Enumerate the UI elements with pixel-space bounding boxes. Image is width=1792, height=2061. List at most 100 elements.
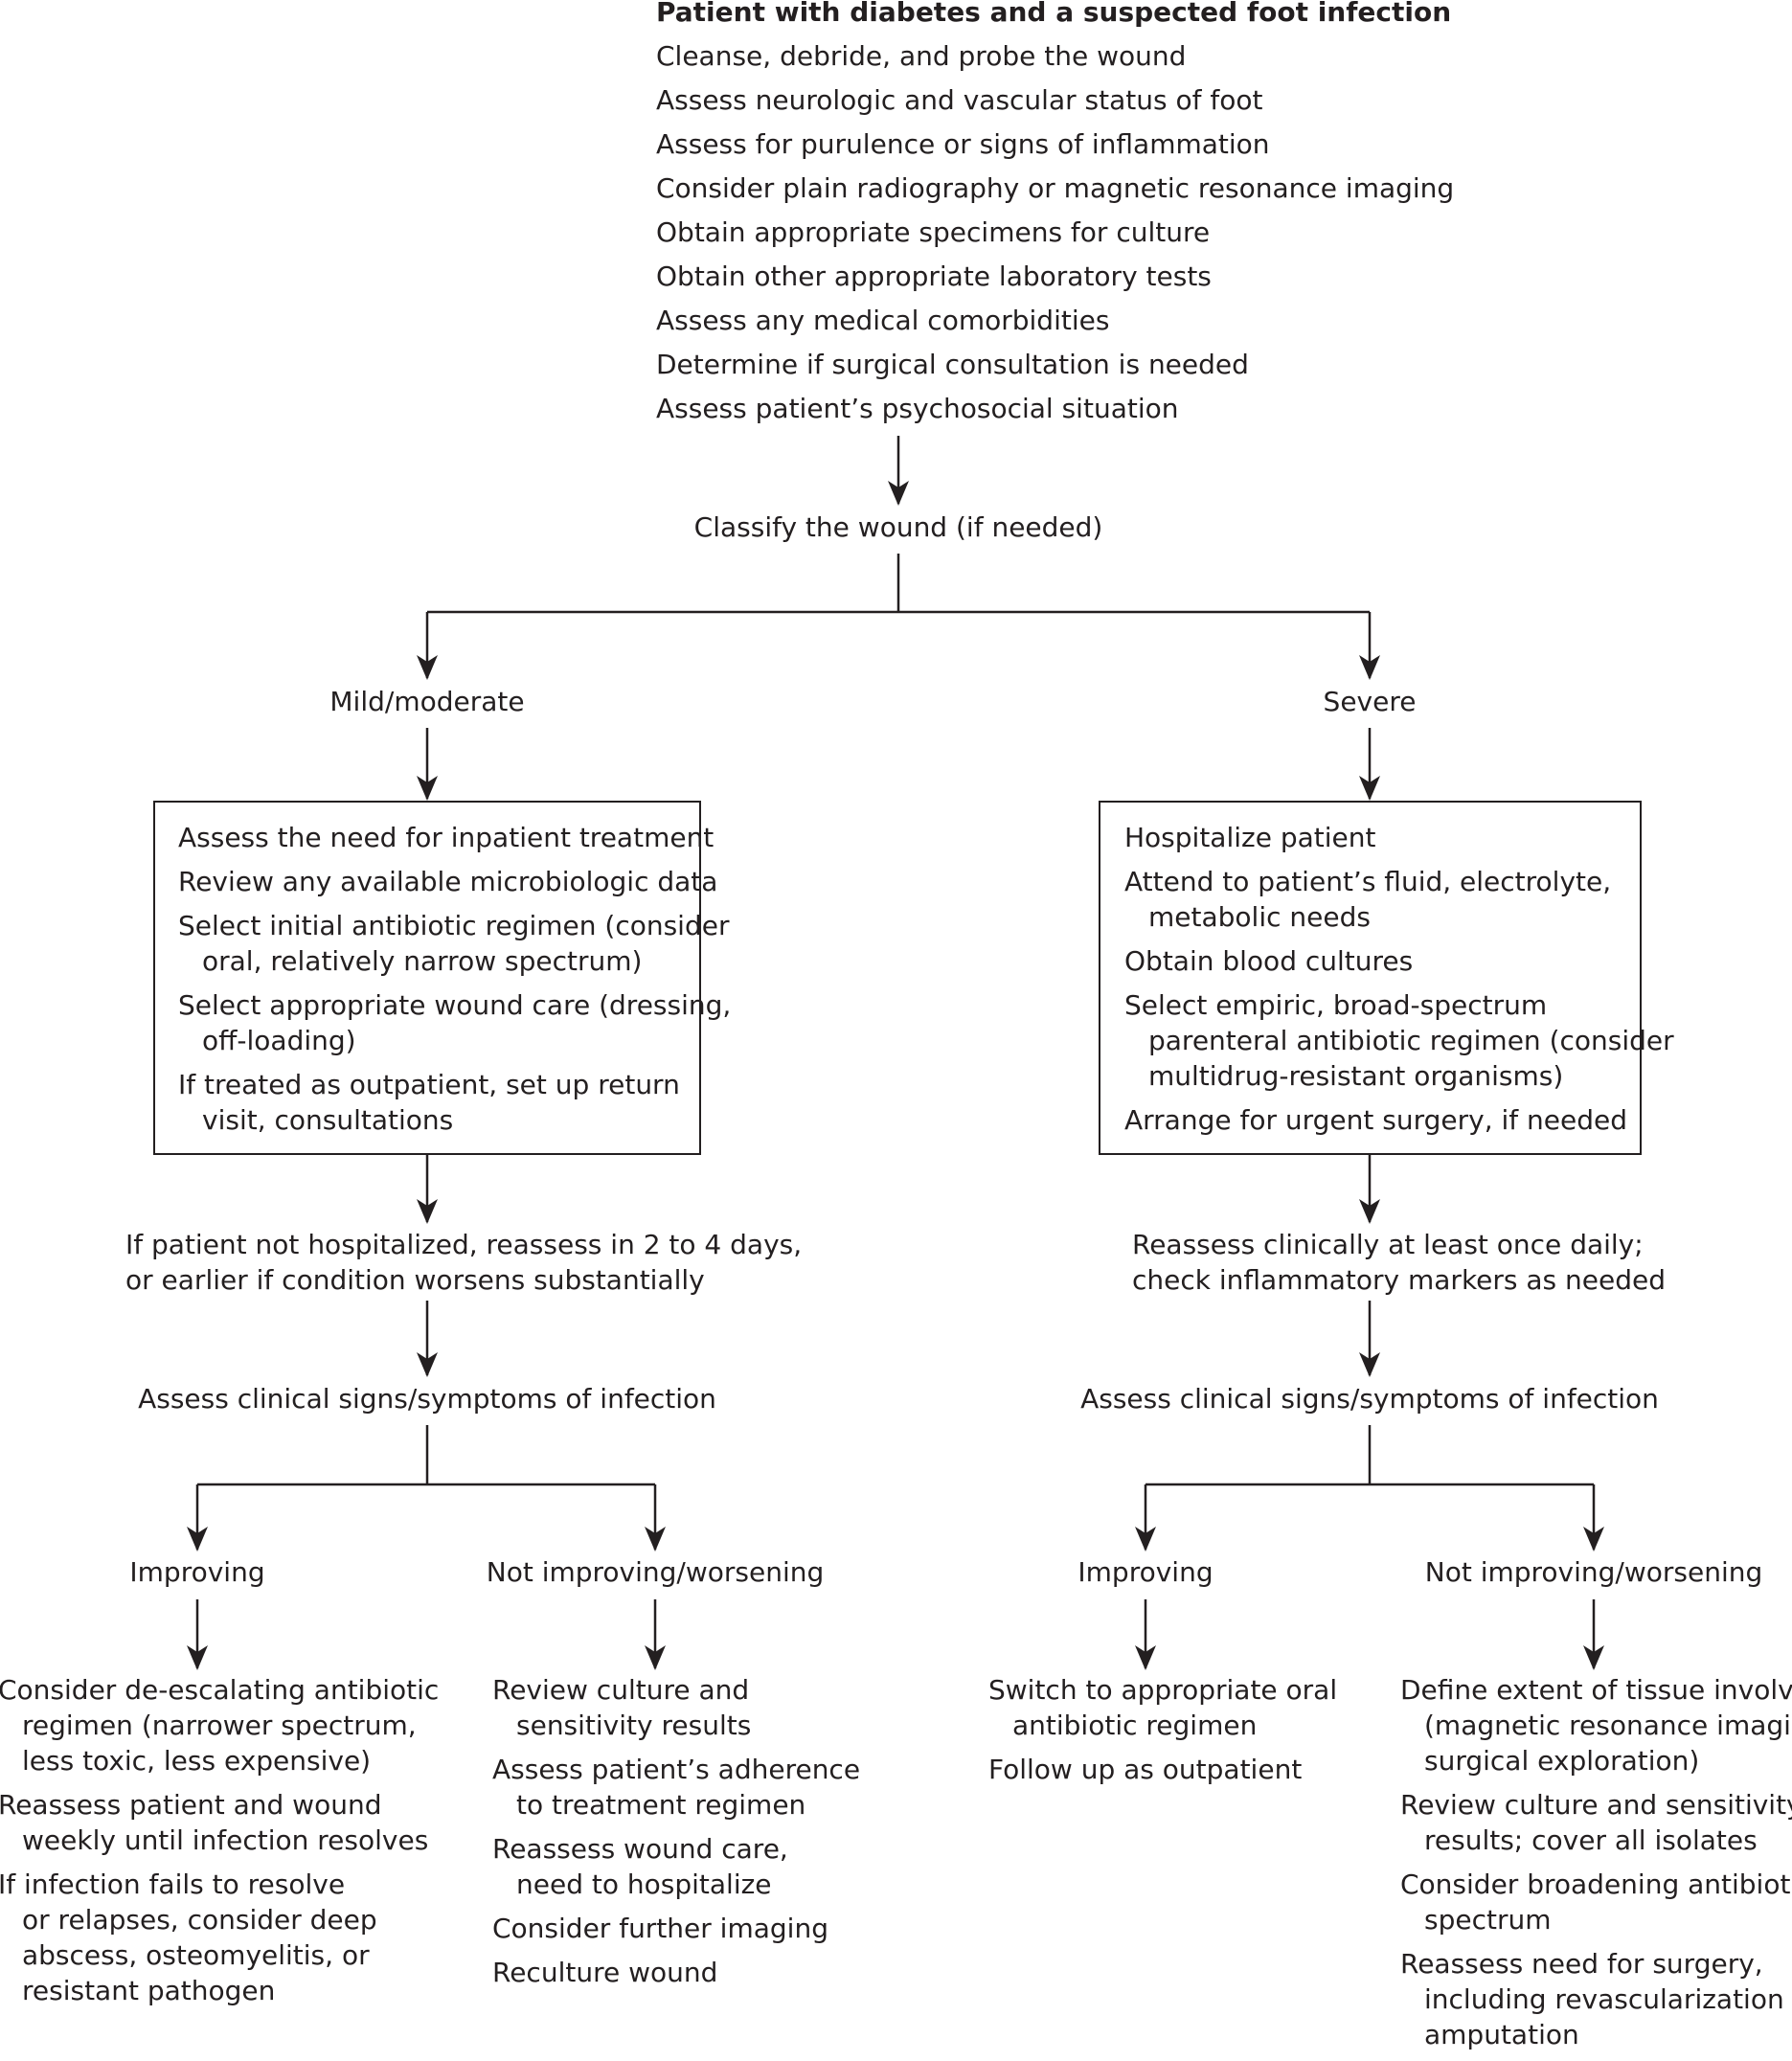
severe-box-item-line: Obtain blood cultures [1124,945,1414,977]
mild-worsening-item-line: Reculture wound [492,1957,718,1988]
mild-box-item: Select appropriate wound care (dressing,… [178,987,731,1058]
severe-box-item-line: multidrug-resistant organisms) [1148,1060,1564,1092]
mild-box-item-line: Select initial antibiotic regimen (consi… [178,910,730,941]
severe-assess-node: Assess clinical signs/symptoms of infect… [1080,1383,1659,1415]
mild-box-item-line: off-loading) [202,1025,356,1056]
mild-worsening-item-line: Assess patient’s adherence [492,1754,861,1785]
arrow-head [187,1527,208,1551]
severe-box-item-line: metabolic needs [1148,901,1371,933]
mild-worsening-item: Reculture wound [492,1955,860,1990]
arrow-head [1359,1199,1380,1224]
severe-improving-item: Follow up as outpatient [988,1752,1337,1787]
arrow-head [417,776,438,801]
mild-improving-item-line: or relapses, consider deep [22,1904,377,1936]
mild-improving-item-line: If infection fails to resolve [0,1868,346,1900]
start-step: Cleanse, debride, and probe the wound [656,40,1187,72]
severe-box-item-line: parenteral antibiotic regimen (consider [1148,1025,1674,1056]
mild-box-item: Review any available microbiologic data [178,864,731,899]
start-step: Assess for purulence or signs of inflamm… [656,128,1270,160]
mild-box-item-line: visit, consultations [202,1104,454,1136]
severe-worsening-item: Reassess need for surgery,including reva… [1400,1946,1792,2052]
start-step: Obtain appropriate specimens for culture [656,216,1211,248]
classify-node: Classify the wound (if needed) [693,511,1103,543]
mild-improving-item-line: Reassess patient and wound [0,1789,382,1821]
flowchart-title: Patient with diabetes and a suspected fo… [656,0,1452,28]
severe-worsening-item-line: including revascularization or [1424,1983,1792,2015]
mild-worsening-item-line: Reassess wound care, [492,1833,788,1865]
mild-worsening-item: Reassess wound care,need to hospitalize [492,1831,860,1902]
start-step: Determine if surgical consultation is ne… [656,349,1249,380]
severe-box-item-line: Select empiric, broad-spectrum [1124,989,1548,1021]
severe-box-item: Hospitalize patient [1124,820,1674,855]
mild-box-item: Select initial antibiotic regimen (consi… [178,908,731,979]
arrow-head [645,1645,666,1670]
severe-improving-item-line: Follow up as outpatient [988,1754,1303,1785]
mild-worsening-item-line: to treatment regimen [516,1789,806,1821]
mild-actions-box [153,801,701,1155]
severe-worsening-item-line: surgical exploration) [1424,1745,1700,1777]
start-step: Obtain other appropriate laboratory test… [656,260,1212,292]
mild-improving-item-line: less toxic, less expensive) [22,1745,372,1777]
mild-box-item-line: If treated as outpatient, set up return [178,1069,680,1100]
severe-worsening-item-line: Consider broadening antibiotic [1400,1868,1792,1900]
mild-reassess-line-2: or earlier if condition worsens substant… [125,1264,705,1296]
severe-improving-item-line: Switch to appropriate oral [988,1674,1338,1706]
start-step: Assess patient’s psychosocial situation [656,393,1179,424]
severe-worsening-item: Define extent of tissue involved(magneti… [1400,1672,1792,1778]
arrow-head [1359,655,1380,680]
arrow-head [1135,1527,1156,1551]
arrow-head [645,1527,666,1551]
severe-worsening-item-line: spectrum [1424,1904,1552,1936]
mild-worsening-item-line: sensitivity results [516,1710,752,1741]
severe-box-item: Arrange for urgent surgery, if needed [1124,1102,1674,1138]
severe-reassess-line-2: check inflammatory markers as needed [1132,1264,1667,1296]
severe-worsening-actions: Define extent of tissue involved(magneti… [1400,1672,1792,2061]
start-step: Assess any medical comorbidities [656,305,1110,336]
mild-improving-item: If infection fails to resolve or relapses… [0,1867,439,2008]
arrow-head [187,1645,208,1670]
arrow-head [1583,1645,1604,1670]
mild-improving-item-line: resistant pathogen [22,1975,276,2006]
mild-box-item-line: Review any available microbiologic data [178,866,718,897]
severe-box-item-line: Hospitalize patient [1124,822,1376,853]
mild-assess-node: Assess clinical signs/symptoms of infect… [138,1383,716,1415]
mild-box-item-line: Assess the need for inpatient treatment [178,822,715,853]
arrow-head [888,481,909,506]
severe-node: Severe [1323,686,1417,717]
severe-box-item: Obtain blood cultures [1124,943,1674,979]
severe-box-item: Attend to patient’s fluid, electrolyte,m… [1124,864,1674,935]
arrow-head [1359,1352,1380,1377]
severe-improving-node: Improving [1077,1556,1214,1588]
mild-reassess-line-1: If patient not hospitalized, reassess in… [125,1229,803,1260]
arrow-head [1583,1527,1604,1551]
mild-improving-item-line: abscess, osteomyelitis, or [22,1939,370,1971]
mild-moderate-node: Mild/moderate [329,686,525,717]
start-block: Patient with diabetes and a suspected fo… [656,0,1454,426]
severe-worsening-node: Not improving/worsening [1424,1556,1763,1588]
mild-improving-item-line: regimen (narrower spectrum, [22,1710,417,1741]
start-step: Assess neurologic and vascular status of… [656,84,1263,116]
mild-worsening-item-line: Review culture and [492,1674,750,1706]
mild-box-item-line: Select appropriate wound care (dressing, [178,989,732,1021]
mild-worsening-item: Consider further imaging [492,1911,860,1946]
mild-worsening-item: Review culture and sensitivity results [492,1672,860,1743]
arrow-head [1359,776,1380,801]
severe-box-item: Select empiric, broad-spectrum parenteral… [1124,987,1674,1094]
start-step: Consider plain radiography or magnetic r… [656,172,1455,204]
severe-worsening-item-line: results; cover all isolates [1424,1824,1758,1856]
mild-box-item-line: oral, relatively narrow spectrum) [202,945,643,977]
mild-reassess-node: If patient not hospitalized, reassess in… [125,1227,802,1298]
severe-worsening-item-line: Review culture and sensitivity [1400,1789,1792,1821]
severe-reassess-line-1: Reassess clinically at least once daily; [1132,1229,1644,1260]
severe-actions-box [1099,801,1642,1155]
arrow-head [1135,1645,1156,1670]
severe-reassess-node: Reassess clinically at least once daily;… [1132,1227,1666,1298]
